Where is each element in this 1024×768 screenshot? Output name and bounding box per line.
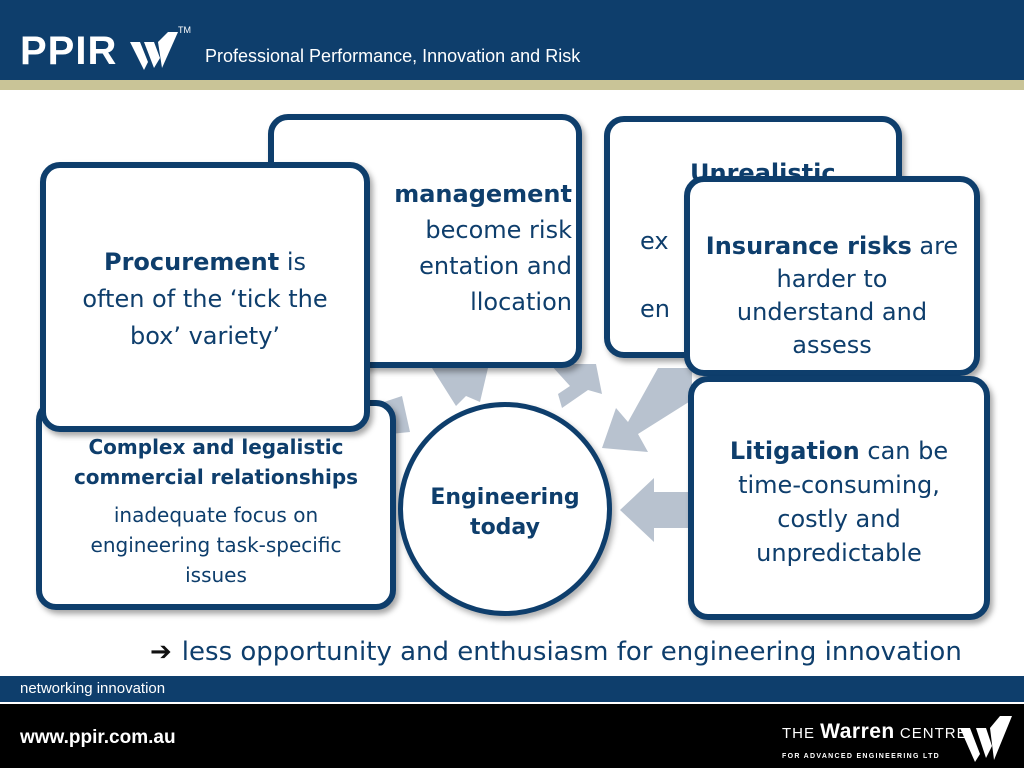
complex-card-title: commercial relationships — [73, 465, 359, 489]
risk-card-title: management — [394, 180, 572, 208]
footer-bottom-bar — [0, 704, 1024, 768]
complex-card-line: inadequate focus on — [113, 503, 319, 527]
right-arrow-icon: ➔ — [150, 637, 172, 667]
litigation-card-line: unpredictable — [756, 539, 922, 567]
warren-the: THE — [782, 725, 815, 742]
engineering-today-circle: Engineering today — [398, 402, 612, 616]
warren-centre-logo-mark-icon — [960, 716, 1012, 762]
complex-card-line: issues — [185, 563, 247, 587]
arrow-from-unrealistic-icon — [550, 364, 602, 408]
insurance-card-line: assess — [792, 331, 872, 359]
trademark: TM — [178, 25, 191, 35]
litigation-card: Litigation can be time-consuming, costly… — [688, 376, 990, 620]
procurement-card-title: Procurement — [104, 248, 280, 276]
litigation-card-title-rest: can be — [859, 437, 949, 465]
footer-url-link[interactable]: www.ppir.com.au — [20, 727, 176, 748]
footer-tag-bar — [0, 676, 1024, 702]
procurement-card-line: often of the ‘tick the — [82, 285, 328, 313]
footer-tagline: networking innovation — [20, 680, 166, 697]
litigation-card-title: Litigation — [729, 437, 860, 465]
warren-centre-subtitle: FOR ADVANCED ENGINEERING LTD — [782, 753, 940, 760]
insurance-card-line: harder to — [776, 265, 888, 293]
insurance-card-title: Insurance risks — [705, 232, 912, 260]
conclusion-text: less opportunity and enthusiasm for engi… — [181, 637, 962, 667]
arrow-from-insurance-icon — [602, 368, 692, 452]
center-label-line: today — [470, 515, 540, 540]
header-stripe — [0, 80, 1024, 90]
warren-centre: CENTRE — [899, 725, 968, 742]
commercial-relationships-card: Complex and legalistic commercial relati… — [36, 400, 396, 610]
insurance-risks-card: Insurance risks are harder to understand… — [684, 176, 980, 376]
complex-card-title: Complex and legalistic — [88, 435, 344, 459]
conclusion-statement: ➔ less opportunity and enthusiasm for eng… — [150, 634, 962, 670]
warren-name: Warren — [820, 720, 895, 743]
procurement-card: Procurement is often of the ‘tick the bo… — [40, 162, 370, 432]
arrow-from-risk-icon — [432, 368, 488, 406]
unrealistic-card-line: en — [640, 295, 670, 323]
insurance-card-line: understand and — [736, 298, 928, 326]
litigation-card-line: costly and — [777, 505, 901, 533]
litigation-card-line: time-consuming, — [738, 471, 940, 499]
insurance-card-title-rest: are — [911, 232, 959, 260]
warren-centre-logo-text: THE Warren CENTRE — [782, 721, 968, 745]
procurement-card-title-rest: is — [279, 248, 306, 276]
arrow-from-litigation-icon — [620, 478, 694, 542]
risk-card-line: llocation — [470, 288, 572, 316]
unrealistic-card-line: ex — [640, 227, 669, 255]
procurement-card-line: box’ variety’ — [129, 322, 281, 350]
risk-card-line: become risk — [425, 216, 572, 244]
ppir-logo-mark-icon — [130, 32, 178, 70]
center-label-line: Engineering — [430, 485, 580, 510]
complex-card-line: engineering task-specific — [90, 533, 342, 557]
header-tagline: Professional Performance, Innovation and… — [205, 46, 581, 66]
risk-card-line: entation and — [419, 252, 572, 280]
ppir-logo: PPIR — [20, 29, 118, 73]
